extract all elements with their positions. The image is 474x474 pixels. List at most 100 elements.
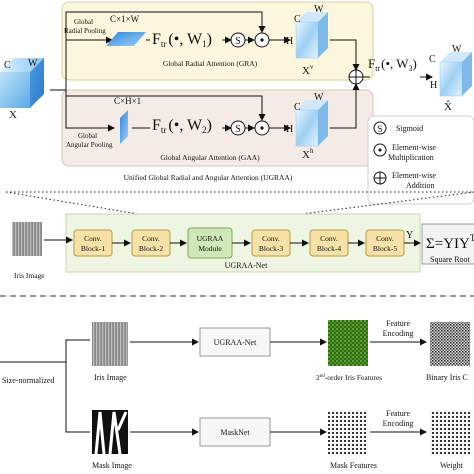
gra-trunk [50, 36, 113, 91]
feature-encoding-1b: Encoding [383, 329, 414, 338]
legend-add-1: Element-wise [392, 171, 436, 180]
fusion-out-c: C [429, 54, 436, 65]
svg-text:Conv.: Conv. [142, 234, 160, 243]
gaa-ftr: Ftr(•, W2) [152, 117, 212, 135]
masknet-box: MaskNet [199, 417, 271, 447]
gra-out-x: Xv [302, 63, 314, 77]
gra-sigmoid-symbol: S [235, 36, 241, 47]
gaa-pool-label-1: Global [78, 132, 97, 140]
legend-sigmoid: Sigmoid [396, 124, 423, 133]
gra-mult-dot [260, 38, 264, 42]
svg-text:UGRAA: UGRAA [197, 234, 224, 243]
gra-panel [61, 1, 374, 81]
binary-code-thumb [430, 322, 470, 366]
y-label: Y [406, 230, 413, 241]
fusion-ftr: Ftr(•, W3) [368, 56, 417, 73]
feature-encoding-2b: Encoding [383, 419, 414, 428]
gaa-caption: Global Angular Attention (GAA) [160, 153, 260, 162]
ugraa-caption: Unified Global Radial and Angular Attent… [124, 173, 293, 182]
conv-block-3: Conv. Block-3 [251, 229, 291, 257]
gra-output-cube [295, 12, 328, 59]
gra-out-h: H [286, 36, 293, 47]
fusion-output-cube [439, 52, 472, 97]
add-cross [349, 70, 363, 84]
gra-skip [65, 11, 266, 40]
mask-features-label: Mask Features [330, 461, 377, 470]
bottom-iris-label: Iris Image [94, 373, 127, 382]
fusion-out-h: H [430, 80, 437, 91]
square-root-box [421, 223, 474, 265]
conv-block-1: Conv. Block-1 [73, 229, 113, 257]
gra-out-c: C [294, 14, 301, 25]
conv-block-4: Conv. Block-4 [309, 229, 349, 257]
ugraa-net-label: UGRAA-Net [225, 261, 268, 270]
input-c-label: C [4, 60, 11, 71]
svg-text:Ftr(•, W2): Ftr(•, W2) [152, 117, 212, 135]
svg-text:Block-2: Block-2 [139, 244, 163, 253]
input-w-label: W [28, 58, 38, 69]
legend-mult-dot [378, 148, 382, 152]
svg-text:Ftr(•, W3): Ftr(•, W3) [368, 56, 417, 73]
middle-iris-label: Iris Image [14, 271, 45, 280]
svg-text:Block-1: Block-1 [81, 244, 105, 253]
gra-caption: Global Radial Attention (GRA) [163, 59, 258, 68]
gaa-mult-dot [260, 126, 264, 130]
covariance-formula: Σ=YIYT [426, 233, 474, 252]
square-root-label: Square Root [430, 255, 471, 264]
svg-text:Module: Module [198, 244, 222, 253]
gaa-out-x: Xh [302, 147, 314, 161]
gaa-pool-label-2: Angular Pooling [66, 141, 113, 149]
legend-mult-2: Multiplication [388, 153, 434, 162]
gra-pool-label-1: Global [74, 18, 93, 26]
gaa-skip [65, 95, 266, 128]
iris-features-thumb [328, 320, 368, 366]
gra-pool-label-2: Radial Pooling [64, 27, 106, 35]
ugraa-module: UGRAA Module [187, 227, 233, 259]
mask-image-label: Mask Image [92, 461, 132, 470]
legend-sigmoid-symbol: S [377, 124, 382, 134]
mask-shape [94, 411, 128, 455]
gra-to-add [330, 39, 360, 71]
weight-thumb [430, 410, 470, 456]
iris-features-label: 2nd-order Iris Features [316, 373, 382, 382]
gra-pool-plate [106, 32, 146, 46]
middle-iris-thumb [12, 222, 42, 256]
svg-text:Conv.: Conv. [376, 234, 394, 243]
bottom-split [0, 339, 90, 433]
conv-block-5: Conv. Block-5 [365, 229, 405, 257]
fusion-out-w: W [452, 44, 462, 55]
ugraa-net-box: UGRAA-Net [199, 327, 271, 357]
conv-block-2: Conv. Block-2 [131, 229, 171, 257]
svg-text:Conv.: Conv. [262, 234, 280, 243]
gra-pool-dims: C×1×W [110, 14, 140, 24]
fusion-out-x: X̂ [444, 100, 452, 113]
svg-text:Ftr(•, W1): Ftr(•, W1) [152, 31, 212, 49]
gaa-pool-plate [120, 110, 128, 144]
svg-text:Conv.: Conv. [320, 234, 338, 243]
gra-out-w: W [314, 4, 324, 15]
input-cube [0, 58, 44, 108]
gaa-out-w: W [314, 92, 324, 103]
weight-label: Weight [440, 461, 464, 470]
binary-code-label: Binary Iris C [426, 373, 468, 382]
gaa-pool-dims: C×H×1 [114, 96, 141, 106]
svg-text:UGRAA-Net: UGRAA-Net [214, 338, 257, 347]
svg-text:MaskNet: MaskNet [220, 428, 250, 437]
mask-features-thumb [328, 410, 368, 456]
size-normalized-label: Size-normalized [2, 376, 54, 385]
legend-mult-1: Element-wise [392, 143, 436, 152]
gaa-output-cube [295, 100, 328, 147]
gaa-sigmoid-symbol: S [235, 124, 241, 135]
legend-panel [367, 115, 474, 205]
gaa-out-h: H [286, 124, 293, 135]
bottom-iris-thumb [92, 322, 128, 366]
gra-ftr: Ftr(•, W1) [152, 31, 212, 49]
svg-text:Block-4: Block-4 [317, 244, 341, 253]
svg-text:Block-3: Block-3 [259, 244, 283, 253]
gaa-out-c: C [294, 102, 301, 113]
input-x-label: X [9, 109, 17, 121]
feature-encoding-2a: Feature [386, 409, 410, 418]
legend-add-cross [374, 172, 386, 184]
gaa-to-add [330, 83, 360, 129]
